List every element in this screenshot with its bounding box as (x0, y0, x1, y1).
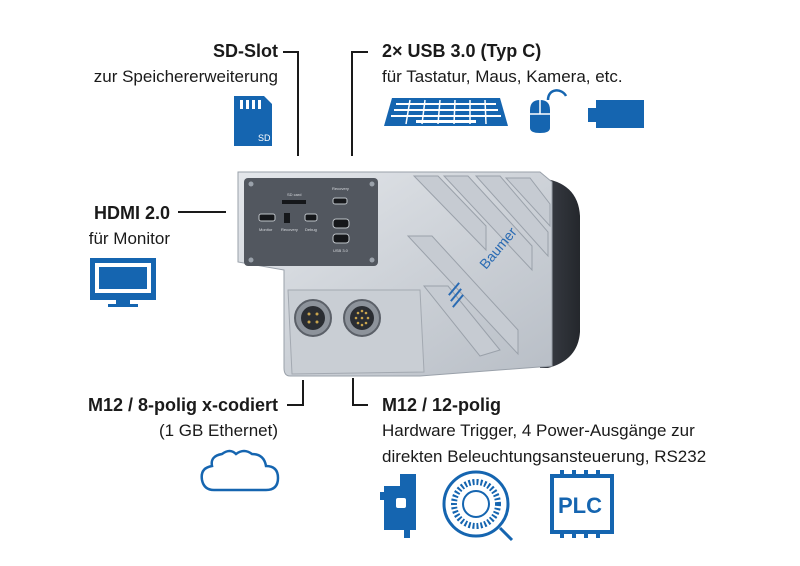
hdmi-label: HDMI 2.0 für Monitor (89, 200, 170, 252)
m12-12-line1: Hardware Trigger, 4 Power-Ausgänge zur (382, 421, 695, 440)
plc-icon: PLC (550, 470, 614, 538)
hdmi-title: HDMI 2.0 (93, 203, 170, 223)
m12-12-title: M12 / 12-polig (382, 395, 502, 415)
usb-connector-line (351, 51, 368, 156)
m12-8-title: M12 / 8-polig x-codiert (87, 395, 278, 415)
recovery-button (284, 213, 290, 223)
sensor-icon (380, 474, 416, 538)
keyboard-icon (384, 98, 508, 126)
camera-icon (588, 100, 644, 128)
cloud-icon (200, 449, 280, 492)
plc-text: PLC (558, 493, 602, 518)
hdmi-port (258, 213, 276, 222)
panel-label-recovery-top: Recovery (332, 186, 349, 191)
m12-8-connector-line (287, 380, 304, 406)
panel-label-monitor: Monitor (259, 227, 273, 232)
monitor-icon (90, 258, 156, 307)
panel-label-debug: Debug (305, 227, 317, 232)
m12-8-connector (294, 299, 332, 337)
brand-stripes-icon (448, 282, 464, 308)
device-back-panel (244, 178, 378, 266)
sd-card-slot (282, 200, 306, 204)
hdmi-subtitle: für Monitor (88, 229, 170, 248)
ring-light-icon (442, 470, 514, 542)
panel-label-recovery: Recovery (281, 227, 298, 232)
debug-port (304, 213, 318, 222)
panel-label-sd-card: SD card (287, 192, 301, 197)
recovery-port (332, 197, 348, 205)
sd-connector-line (283, 51, 299, 156)
mouse-icon (530, 89, 568, 133)
usb-subtitle: für Tastatur, Maus, Kamera, etc. (382, 67, 623, 86)
panel-screws (248, 181, 375, 263)
usb-label: 2× USB 3.0 (Typ C) für Tastatur, Maus, K… (382, 38, 623, 90)
usb-port-1 (332, 218, 350, 229)
m12-12-connector (343, 299, 381, 337)
panel-label-usb: USB 3.0 (333, 248, 349, 253)
m12-12-line2: direkten Beleuchtungsansteuerung, RS232 (382, 447, 707, 466)
sd-slot-subtitle: zur Speichererweiterung (93, 67, 278, 86)
m12-12-connector-line (352, 378, 368, 406)
m12-8-subtitle: (1 GB Ethernet) (158, 421, 278, 440)
sd-slot-title: SD-Slot (213, 41, 278, 61)
sd-card-icon: SD (234, 96, 272, 146)
m12-12-label: M12 / 12-polig Hardware Trigger, 4 Power… (382, 392, 706, 470)
usb-title: 2× USB 3.0 (Typ C) (382, 41, 542, 61)
m12-8-label: M12 / 8-polig x-codiert (1 GB Ethernet) (88, 392, 278, 444)
usb-port-2 (332, 233, 350, 244)
sd-slot-label: SD-Slot zur Speichererweiterung (94, 38, 278, 90)
sd-card-text: SD (258, 133, 271, 143)
